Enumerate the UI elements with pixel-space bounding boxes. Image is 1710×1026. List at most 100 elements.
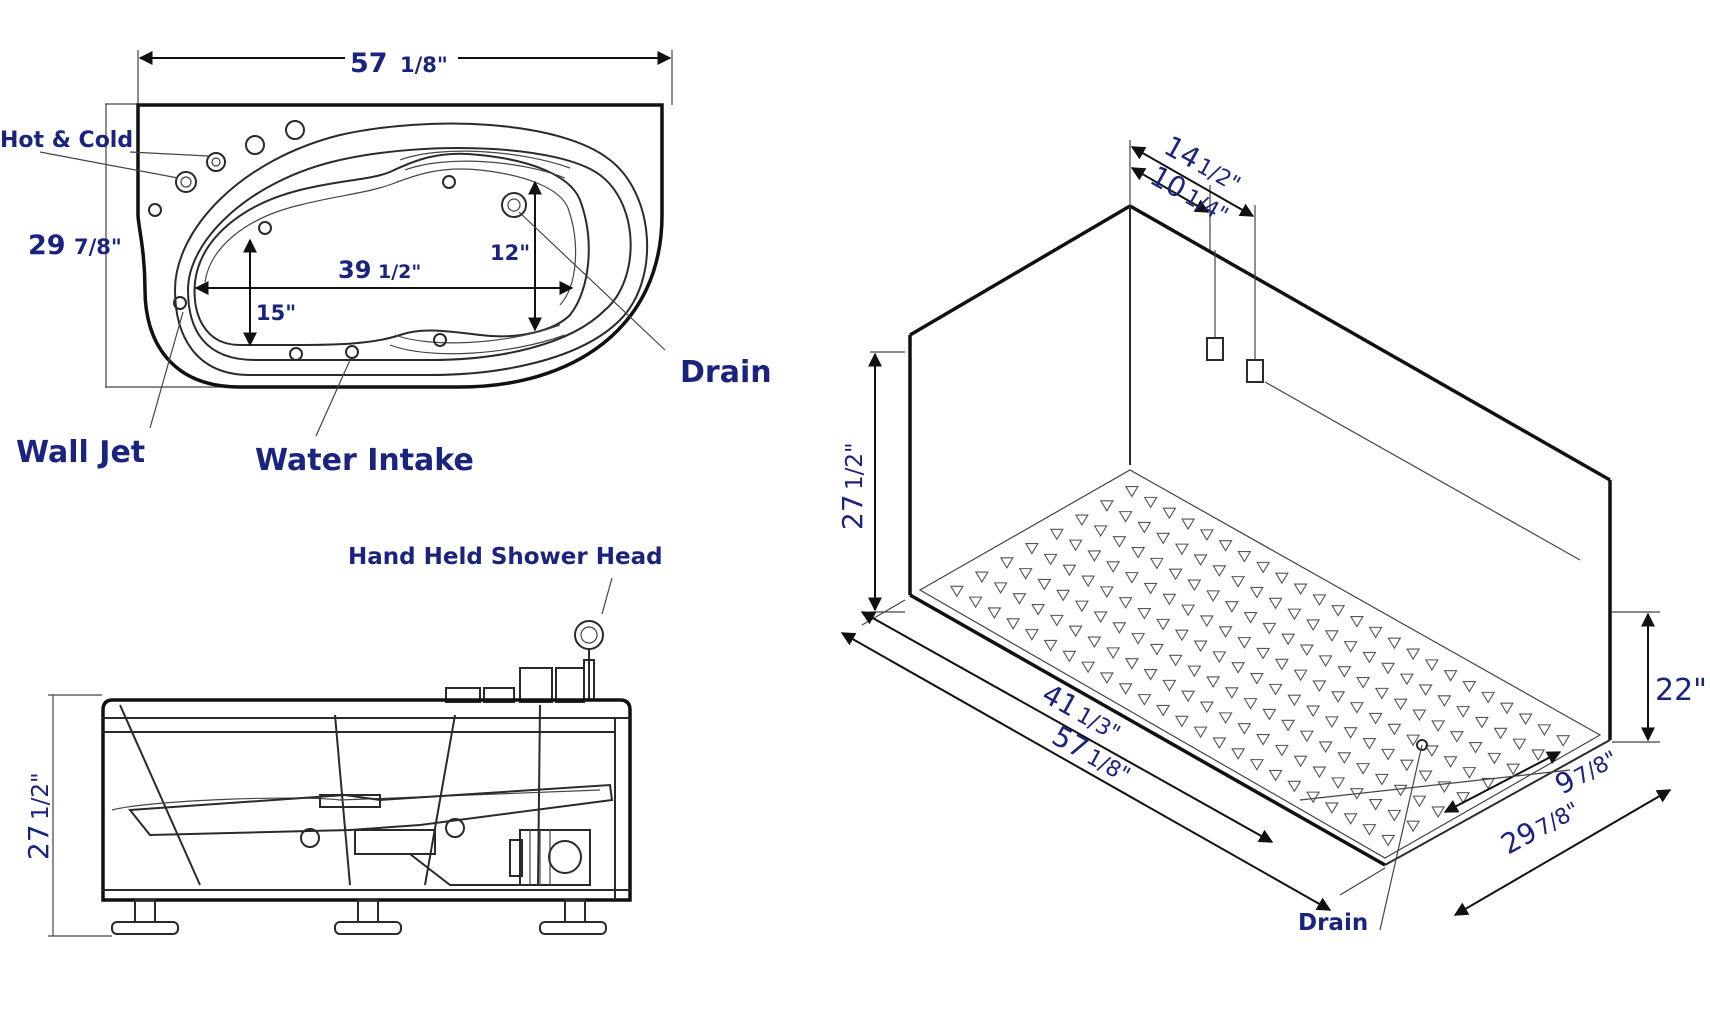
floor-triangle (968, 596, 983, 609)
floor-triangle (1368, 798, 1383, 811)
floor-triangle (1299, 730, 1314, 743)
floor-triangle (1518, 713, 1533, 726)
top-depth-whole: 29 (28, 230, 66, 261)
floor-triangle (1249, 586, 1264, 599)
floor-triangle (1424, 659, 1439, 671)
iso-inner-depth-frac: 7/8" (1570, 747, 1622, 791)
floor-triangle (1262, 622, 1277, 635)
floor-triangle (1231, 662, 1246, 674)
floor-triangle (1487, 752, 1502, 765)
floor-triangle (1237, 723, 1252, 735)
iso-height-frac: 1/2" (842, 442, 868, 490)
floor-triangle (999, 557, 1014, 569)
floor-triangle (1068, 625, 1083, 638)
floor-triangle (1199, 701, 1214, 714)
floor-triangle (1181, 690, 1196, 703)
floor-triangle (1431, 720, 1446, 732)
floor-triangle (1268, 597, 1283, 610)
floor-triangle (1387, 637, 1402, 650)
floor-triangle (1137, 607, 1152, 620)
floor-triangle (1068, 539, 1083, 552)
floor-triangle (987, 607, 1002, 620)
floor-triangle (1399, 759, 1414, 772)
inner-width-narrow: 15" (256, 301, 296, 325)
floor-triangle (1356, 676, 1371, 689)
floor-triangle (1306, 791, 1321, 804)
floor-triangle (1462, 767, 1477, 779)
floor-triangle (1431, 806, 1446, 819)
floor-triangle (1531, 749, 1546, 762)
label-wall-jet: Wall Jet (16, 435, 145, 470)
tub-basin (193, 152, 590, 346)
floor-triangle (1362, 651, 1377, 664)
floor-triangle (1162, 679, 1177, 692)
floor-triangle (1331, 605, 1346, 617)
floor-triangle (1062, 650, 1077, 663)
floor-triangle (1287, 780, 1302, 793)
floor-triangle (1512, 738, 1527, 751)
floor-triangle (1137, 521, 1152, 534)
floor-triangle (1287, 694, 1302, 707)
floor-triangle (1093, 611, 1108, 624)
iso-right-height: 22" (1655, 673, 1707, 708)
floor-triangle (1131, 633, 1146, 645)
floor-triangle (1181, 604, 1196, 617)
top-view: 57 1/8" 29 7/8" (0, 48, 772, 478)
floor-triangle (1118, 683, 1133, 695)
floor-triangle (1168, 568, 1183, 581)
floor-triangle (1043, 553, 1058, 566)
floor-triangle (1381, 834, 1396, 847)
label-shower-head: Hand Held Shower Head (348, 544, 663, 570)
floor-triangle (1437, 695, 1452, 707)
tub-feet (111, 899, 607, 935)
floor-triangle (1156, 618, 1171, 631)
floor-triangle (1406, 648, 1421, 661)
floor-triangle (1456, 706, 1471, 718)
floor-triangle (1106, 647, 1121, 659)
floor-triangle (1418, 770, 1433, 783)
inner-length-whole: 39 (338, 256, 371, 284)
floor-triangle (1268, 769, 1283, 782)
floor-triangle (1099, 672, 1114, 685)
floor-triangle (1037, 578, 1052, 591)
floor-triangle (1049, 614, 1064, 627)
floor-triangle (1199, 615, 1214, 628)
floor-triangle (1362, 824, 1377, 836)
top-depth-frac: 7/8" (74, 235, 122, 259)
floor-triangle (1206, 676, 1221, 689)
floor-triangle (1293, 755, 1308, 768)
floor-triangle (1212, 651, 1227, 663)
floor-triangle (1462, 680, 1477, 693)
floor-triangle (1193, 726, 1208, 739)
floor-triangle (1024, 629, 1039, 641)
label-water-intake: Water Intake (255, 443, 474, 478)
floor-triangle (1306, 705, 1321, 718)
floor-triangle (1318, 741, 1333, 754)
floor-triangle (1249, 672, 1264, 685)
iso-outer-len-frac: 1/8" (1082, 745, 1134, 789)
tub-outline-side (101, 698, 632, 902)
floor-triangle (1218, 626, 1233, 638)
floor-triangle (1468, 741, 1483, 754)
floor-triangle (1106, 561, 1121, 573)
top-width-frac: 1/8" (400, 53, 448, 77)
floor-triangle (1287, 608, 1302, 621)
floor-triangle (1412, 709, 1427, 722)
floor-triangle (1193, 554, 1208, 567)
inner-length-frac: 1/2" (378, 261, 421, 283)
floor-triangle (1093, 525, 1108, 537)
floor-triangle (1049, 528, 1064, 541)
floor-triangle (1243, 698, 1258, 710)
floor-texture (949, 485, 1571, 847)
floor-triangle (1012, 593, 1027, 605)
floor-triangle (1381, 748, 1396, 761)
label-hot-cold: Hot & Cold (0, 128, 133, 153)
floor-triangle (1474, 716, 1489, 729)
floor-triangle (1218, 540, 1233, 552)
floor-triangle (1312, 680, 1327, 693)
floor-triangle (1131, 546, 1146, 559)
floor-triangle (1256, 561, 1271, 574)
floor-triangle (1381, 662, 1396, 675)
floor-triangle (1174, 629, 1189, 642)
floor-triangle (1187, 579, 1202, 592)
